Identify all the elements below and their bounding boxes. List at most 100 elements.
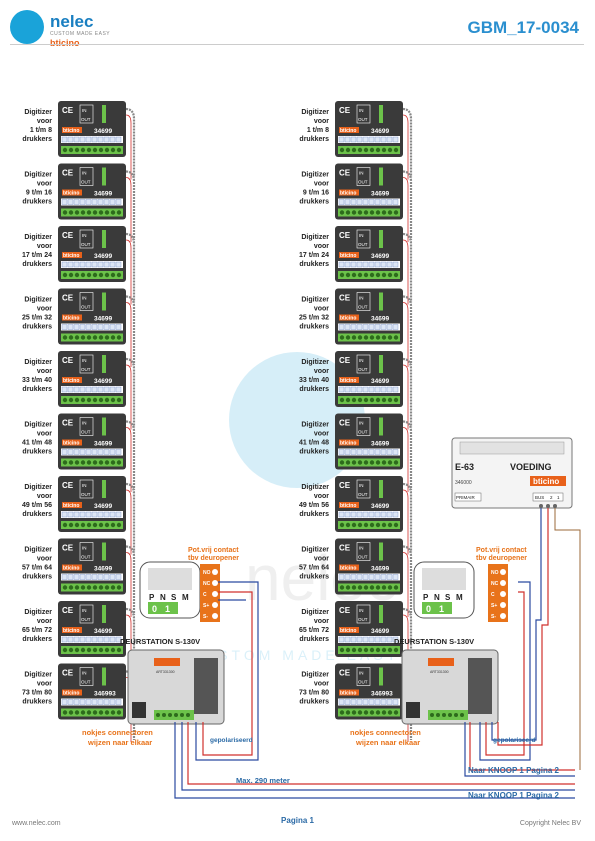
terminal-label [85, 699, 92, 705]
terminal-strip [61, 708, 123, 717]
in-label: IN [359, 483, 364, 488]
contact-screw [212, 580, 218, 586]
digitizer-label: drukkers [22, 261, 52, 268]
ce-mark: CE [339, 544, 351, 553]
digitizer-label: voor [314, 556, 329, 563]
ribbon-wire [125, 114, 132, 180]
terminal-screw [68, 147, 74, 153]
contact-screw [212, 569, 218, 575]
wire-knoop-2 [174, 722, 575, 799]
power-supply-body [451, 437, 573, 509]
digitizer-label: voor [37, 118, 52, 125]
in-label: IN [359, 108, 364, 113]
terminal-screw [369, 460, 375, 465]
terminal-label [109, 261, 116, 268]
out-label: OUT [81, 242, 91, 247]
terminal-screw [74, 272, 80, 278]
terminal-screw [110, 272, 116, 278]
digitizer-label: drukkers [299, 636, 329, 643]
wire-bus-1 [491, 508, 542, 741]
terminal-label [362, 449, 369, 455]
terminal-screw [80, 460, 86, 465]
terminal-label [338, 574, 345, 580]
brand-plate [62, 314, 82, 321]
ribbon-wire [125, 489, 132, 555]
terminal-label [109, 199, 116, 205]
terminal-screw [351, 460, 357, 465]
terminal-screw [393, 647, 399, 653]
ce-mark: CE [339, 231, 351, 240]
contact-terminal-label: C [203, 592, 207, 598]
terminal-label [67, 449, 74, 455]
digitizer-label: voor [37, 681, 52, 688]
terminal-label [91, 449, 98, 455]
terminal-strip [61, 146, 123, 154]
terminal-label [386, 574, 393, 580]
terminal-label [368, 261, 375, 268]
module-code: 346993 [94, 691, 116, 698]
in-out-box [356, 667, 371, 686]
terminal-label [85, 636, 92, 643]
terminal-label [362, 324, 369, 330]
module-code: 34699 [371, 316, 389, 323]
terminal-label [103, 199, 110, 205]
contact-terminal-label: S+ [203, 603, 209, 609]
digitizer-label: drukkers [22, 199, 52, 206]
brand-plate [339, 502, 359, 508]
terminal-label [67, 636, 74, 643]
brand-tagline: CUSTOM MADE EASY [50, 31, 111, 37]
brand-plate [339, 377, 359, 383]
terminal-label [103, 511, 110, 518]
terminal-label [380, 699, 387, 705]
terminal-screw [393, 585, 399, 590]
in-label: IN [82, 421, 87, 426]
digitizer-label: drukkers [299, 324, 329, 331]
terminal-screw [393, 397, 399, 403]
terminal-label [392, 136, 399, 143]
contact-screw [500, 613, 506, 619]
terminal-screw [381, 585, 387, 590]
wire-knoop-right-blue [464, 722, 575, 777]
in-out-box [356, 542, 371, 561]
terminal-screw [381, 397, 387, 403]
digitizer-label: Digitizer [301, 359, 329, 366]
terminal-label [79, 699, 86, 705]
terminal-strip [338, 271, 400, 279]
wire-bus-3 [554, 508, 581, 770]
dip-switch-label: P [423, 593, 429, 602]
terminal-screw [393, 147, 399, 153]
terminal-label [109, 136, 116, 143]
terminal-label [392, 261, 399, 268]
terminal-screw [387, 210, 393, 215]
terminal-label [109, 449, 116, 455]
terminal-label [374, 261, 381, 268]
ribbon-wire [402, 114, 409, 180]
in-connector [379, 480, 383, 498]
contact-screw [212, 602, 218, 608]
terminal-label [115, 261, 122, 268]
terminal-screw [104, 460, 110, 465]
ribbon-wire [402, 364, 409, 430]
digitizer-label: 65 t/m 72 [22, 627, 52, 634]
terminal-screw [98, 272, 104, 278]
in-out-box [356, 417, 371, 436]
terminal-label [79, 261, 86, 268]
module-code: 34699 [371, 191, 389, 198]
terminal-strip [61, 646, 123, 654]
terminal-screw [80, 647, 86, 653]
terminal-screw [98, 522, 104, 528]
in-out-box [79, 604, 94, 624]
terminal-screw [86, 710, 92, 715]
module-code: 34699 [94, 128, 112, 135]
terminal-screw [116, 460, 122, 465]
terminal-strip [61, 521, 123, 529]
out-label: OUT [81, 117, 91, 122]
terminal-screw [92, 522, 98, 528]
terminal-label [344, 261, 351, 268]
terminal-screw [369, 647, 375, 653]
contact-terminal-label: C [491, 592, 495, 598]
terminal-screw [92, 335, 98, 340]
